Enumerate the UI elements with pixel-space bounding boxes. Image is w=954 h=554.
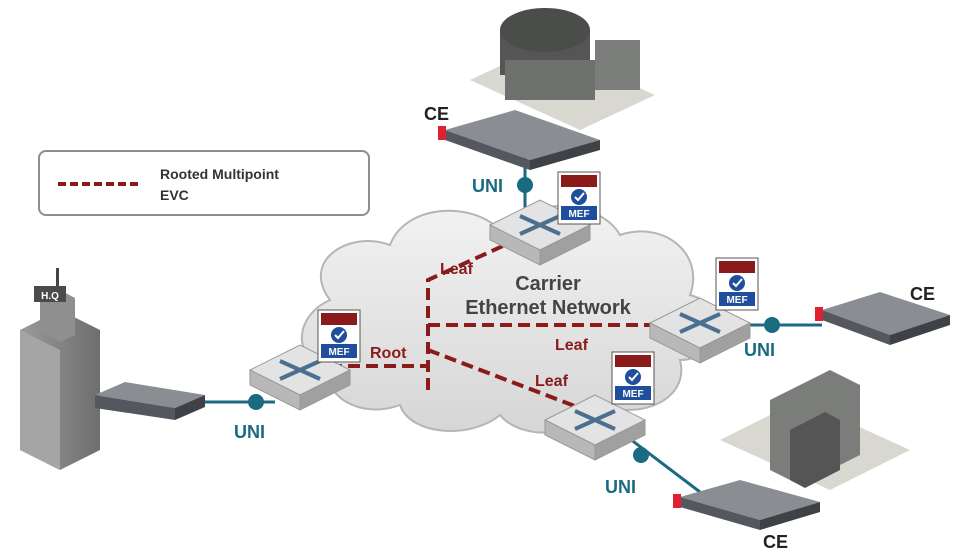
legend-label-line1: Rooted Multipoint xyxy=(160,166,279,182)
router-hq xyxy=(95,382,205,420)
leaf-label-right: Leaf xyxy=(555,337,589,354)
hq-flag-label: H.Q xyxy=(41,291,59,302)
mef-badge: MEF xyxy=(611,351,655,405)
uni-label-top: UNI xyxy=(472,176,503,196)
mef-badge: MEF xyxy=(715,257,759,311)
uni-label-right: UNI xyxy=(744,340,775,360)
root-label: Root xyxy=(370,345,407,362)
building-top xyxy=(470,8,655,130)
building-bottom xyxy=(720,370,910,490)
evc-leaf-top xyxy=(426,243,506,390)
uni-label-bottom: UNI xyxy=(605,477,636,497)
mef-badge: MEF xyxy=(317,309,361,363)
uni-dot-left xyxy=(248,394,264,410)
cloud-label-line1: Carrier xyxy=(515,273,581,295)
ce-label-bottom: CE xyxy=(763,532,788,552)
switch-bottom xyxy=(543,394,647,461)
uni-dot-bottom xyxy=(633,447,649,463)
ce-label-right: CE xyxy=(910,284,935,304)
router-right xyxy=(815,292,950,345)
legend-label: Rooted Multipoint EVC xyxy=(160,164,360,206)
mef-logo-text: MEF xyxy=(328,347,349,358)
uni-dot-top xyxy=(517,177,533,193)
switch-top xyxy=(488,199,592,266)
rooted-multipoint-evc xyxy=(330,243,660,410)
uni-dot-right xyxy=(764,317,780,333)
legend-evc-swatch xyxy=(58,182,138,186)
uni-label-left: UNI xyxy=(234,422,265,442)
leaf-label-top: Leaf xyxy=(440,261,474,278)
leaf-label-bottom: Leaf xyxy=(535,373,569,390)
mef-badge: MEF xyxy=(557,171,601,225)
ce-label-top: CE xyxy=(424,104,449,124)
mef-logo-text: MEF xyxy=(726,295,747,306)
legend-label-line2: EVC xyxy=(160,187,189,203)
mef-logo-text: MEF xyxy=(568,209,589,220)
router-bottom xyxy=(673,480,820,530)
legend: Rooted Multipoint EVC xyxy=(38,150,370,216)
router-top xyxy=(438,110,600,170)
mef-logo-text: MEF xyxy=(622,389,643,400)
evc-leaf-bottom xyxy=(427,348,581,410)
cloud-label-line2: Ethernet Network xyxy=(465,297,631,319)
hq-building: H.Q xyxy=(20,268,100,470)
